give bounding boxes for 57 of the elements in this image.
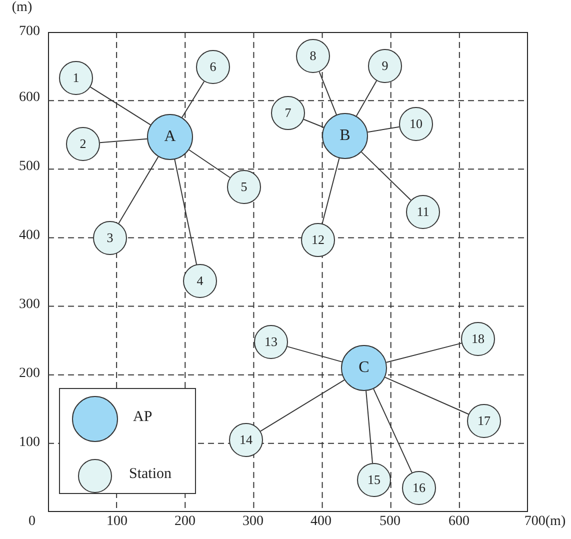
station-circle: 2: [66, 127, 100, 161]
axis-tick-label: 600: [19, 90, 40, 106]
station-circle: 4: [183, 264, 217, 298]
link-line: [356, 80, 378, 117]
axis-unit-label: (m): [12, 0, 32, 16]
station-circle: 16: [402, 471, 436, 505]
axis-tick-label: 200: [19, 366, 40, 382]
legend-text: Station: [129, 466, 172, 483]
link-line: [367, 126, 400, 133]
access-point-circle: B: [322, 113, 368, 159]
axis-tick-label: 300: [19, 297, 40, 313]
station-circle: 8: [296, 39, 330, 73]
access-point-circle: C: [341, 345, 387, 391]
axis-tick-label: 400: [310, 514, 332, 530]
station-circle: 17: [467, 404, 501, 438]
station-circle: 6: [196, 50, 230, 84]
link-line: [366, 390, 373, 464]
link-line: [286, 346, 342, 362]
station-circle: 11: [406, 195, 440, 229]
link-line: [99, 138, 148, 144]
station-circle: 7: [271, 96, 305, 130]
link-line: [118, 156, 159, 224]
link-line: [174, 159, 198, 265]
station-circle: 15: [357, 463, 391, 497]
link-line: [90, 86, 152, 126]
link-line: [303, 118, 324, 128]
station-circle: 5: [227, 170, 261, 204]
link-line: [373, 388, 412, 474]
link-line: [182, 80, 205, 118]
axis-tick-label: 0: [28, 514, 36, 530]
access-point-circle: A: [147, 114, 193, 160]
link-line: [318, 71, 337, 116]
axis-tick-label: 100: [19, 435, 40, 451]
axis-tick-label: 400: [19, 228, 40, 244]
station-circle: 3: [93, 221, 127, 255]
station-circle: 18: [461, 322, 495, 356]
station-circle: 12: [301, 223, 335, 257]
station-circle: 13: [254, 325, 288, 359]
station-circle: 1: [59, 61, 93, 95]
link-line: [188, 149, 230, 178]
axis-tick-label: 700: [19, 24, 40, 40]
station-circle: 10: [399, 107, 433, 141]
link-line: [260, 379, 345, 432]
axis-unit-label: 700(m): [524, 514, 566, 530]
axis-tick-label: 500: [380, 514, 400, 530]
axis-tick-label: 300: [242, 514, 264, 530]
axis-tick-label: 500: [19, 159, 40, 175]
link-line: [360, 152, 412, 201]
axis-tick-label: 200: [174, 514, 196, 530]
link-line: [386, 342, 462, 363]
station-circle: 14: [229, 423, 263, 457]
station-circle: 9: [368, 49, 402, 83]
legend-text: AP: [133, 409, 152, 426]
axis-tick-label: 600: [448, 514, 470, 530]
link-line: [322, 158, 340, 224]
axis-tick-label: 100: [106, 514, 128, 530]
link-line: [384, 376, 469, 415]
